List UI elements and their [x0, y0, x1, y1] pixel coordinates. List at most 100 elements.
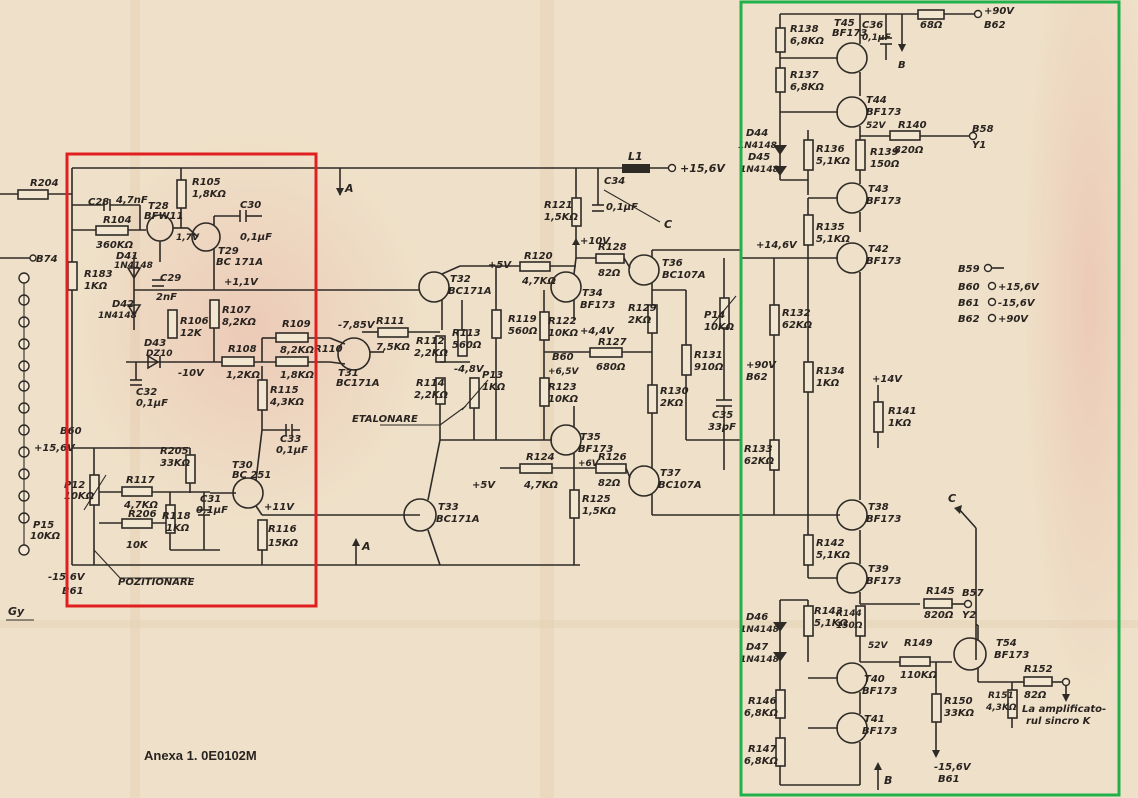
r107-value: 8,2KΩ [222, 317, 256, 328]
r114-value: 2,2KΩ [414, 390, 448, 401]
r123-label: R123 [548, 382, 577, 393]
r143-label: R143 [814, 606, 843, 617]
r152-label: R152 [1024, 664, 1053, 675]
r206-label: R206 [128, 509, 157, 520]
socket-b57: B57 [962, 588, 984, 599]
fold-mark [0, 620, 1138, 628]
r139-value: 150Ω [870, 159, 900, 170]
r135-value: 5,1KΩ [816, 234, 850, 245]
r132-label: R132 [782, 308, 811, 319]
t40-label: T40 [864, 674, 885, 685]
r126-value: 82Ω [598, 478, 621, 489]
r151-label: R151 [988, 691, 1014, 701]
r131-value: 910Ω [694, 362, 724, 373]
socket-b62-mid: B62 [746, 372, 768, 383]
r113-value: 560Ω [452, 340, 482, 351]
d41-value: 1N4148 [114, 261, 153, 271]
legend-b59: B59 [958, 264, 980, 275]
t43-type: BF173 [866, 196, 901, 207]
net-v6-5: +6,5V [548, 367, 579, 377]
t54-label: T54 [996, 638, 1017, 649]
p13-value: 1KΩ [482, 382, 506, 393]
t40-type: BF173 [862, 686, 897, 697]
p15-value: 10KΩ [30, 531, 61, 542]
net-b-top: B [898, 60, 906, 71]
r109-label: R109 [282, 319, 311, 330]
t31-type: BC171A [336, 378, 380, 389]
t29-label: T29 [218, 246, 239, 257]
t37-label: T37 [660, 468, 681, 479]
net-a-bottom: A [361, 540, 371, 553]
r139-label: R139 [870, 147, 899, 158]
r146-label: R146 [748, 696, 777, 707]
net-v4-4: +4,4V [580, 326, 615, 337]
r116-label: R116 [268, 524, 297, 535]
p12-label: P12 [64, 480, 85, 491]
r104-value: 360KΩ [96, 240, 134, 251]
d42-value: 1N4148 [98, 311, 137, 321]
r125-label: R125 [582, 494, 611, 505]
t29-type: BC 171A [216, 257, 263, 268]
t44-type: BF173 [866, 107, 901, 118]
net-v15-6-left: +15,6V [34, 443, 76, 454]
r133-value: 62KΩ [744, 456, 775, 467]
r105-label: R105 [192, 177, 221, 188]
r120-label: R120 [524, 251, 553, 262]
legend-vm15: -15,6V [998, 298, 1036, 309]
t42-label: T42 [868, 244, 889, 255]
legend-b61: B61 [958, 298, 980, 309]
net-v5b: +5V [472, 480, 496, 491]
r117-value: 4,7KΩ [123, 500, 158, 511]
socket-y1: Y1 [972, 140, 986, 151]
r146-value: 6,8KΩ [744, 708, 778, 719]
document-label: Anexa 1. 0E0102M [144, 748, 257, 763]
r110-label: R110 [314, 344, 343, 355]
r106-value: 12K [180, 328, 203, 339]
highlight-box-red [65, 152, 318, 608]
t35-label: T35 [580, 432, 601, 443]
t32-label: T32 [450, 274, 471, 285]
c30-label: C30 [240, 200, 261, 211]
net-v14: +14V [872, 374, 903, 385]
t33-type: BC171A [436, 514, 480, 525]
r144-value: 150Ω [836, 621, 863, 631]
socket-b58: B58 [972, 124, 994, 135]
net-v52b: 52V [868, 641, 889, 651]
c30-value: 0,1μF [240, 232, 272, 243]
p14-label: P14 [704, 310, 725, 321]
input-stage-wiring [67, 167, 622, 579]
r115-label: R115 [270, 385, 299, 396]
pozitionare-label: POZITIONARE [118, 577, 195, 588]
r119-value: 560Ω [508, 326, 538, 337]
t38-label: T38 [868, 502, 889, 513]
net-b-bottom: B [884, 774, 892, 787]
r149-label: R149 [904, 638, 933, 649]
t54-type: BF173 [994, 650, 1029, 661]
legend-b62: B62 [958, 314, 980, 325]
highlight-box-green [739, 0, 1121, 797]
r133-label: R133 [744, 444, 773, 455]
t34-type: BF173 [580, 300, 615, 311]
r107-label: R107 [222, 305, 251, 316]
c28-value: 4,7nF [115, 195, 148, 206]
r115-value: 4,3KΩ [269, 397, 304, 408]
t36-label: T36 [662, 258, 683, 269]
r127-label: R127 [598, 337, 627, 348]
net-v14-6: +14,6V [756, 240, 798, 251]
la-amplificatorul-line2: rul sincro K [1026, 716, 1092, 727]
t32-type: BC171A [448, 286, 492, 297]
r127-value: 680Ω [596, 362, 626, 373]
r118-label: R118 [162, 511, 191, 522]
legend-b60: B60 [958, 282, 980, 293]
r137-value: 6,8KΩ [790, 82, 824, 93]
b60-mid-label: B60 [552, 352, 574, 363]
r120-value: 4,7KΩ [521, 276, 556, 287]
c31-label: C31 [200, 494, 221, 505]
output-stage-wiring [740, 9, 1071, 790]
r136-label: R136 [816, 144, 845, 155]
p13-label: P13 [482, 370, 503, 381]
r108-value: 1,2KΩ [226, 370, 260, 381]
d46-value: 1N4148 [740, 625, 779, 635]
paper-stain [70, 130, 430, 530]
